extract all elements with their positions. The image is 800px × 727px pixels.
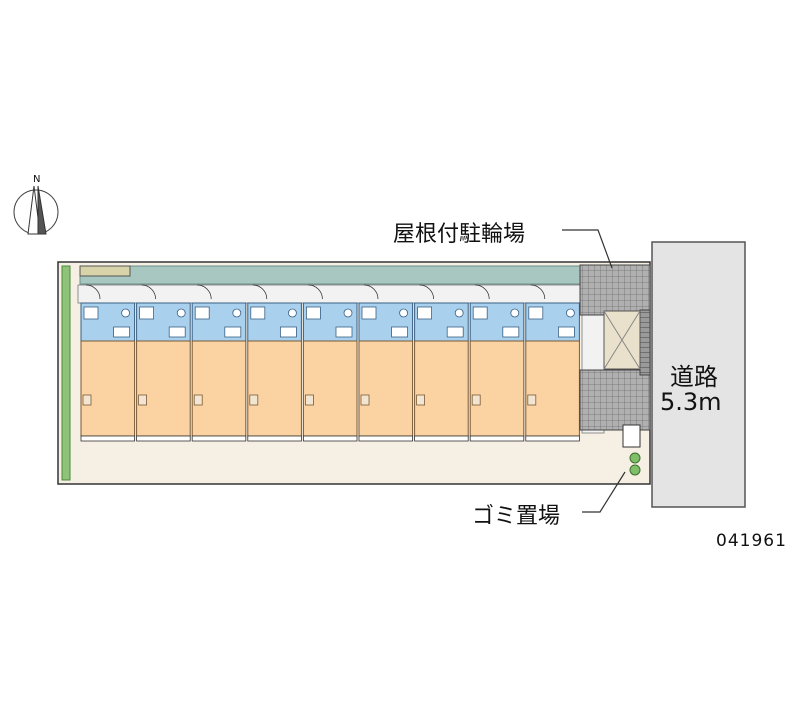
unit-door-arc xyxy=(530,284,546,300)
unit-toilet xyxy=(176,308,186,318)
unit-kitchen xyxy=(335,326,353,338)
unit-toilet xyxy=(566,308,575,318)
unit-balcony xyxy=(80,435,135,442)
unit-kitchen xyxy=(168,326,186,338)
building-corridor xyxy=(77,284,583,304)
unit-toilet xyxy=(121,308,130,318)
unit-room xyxy=(136,340,191,437)
unit-room xyxy=(302,340,358,437)
property-code: 041961 xyxy=(716,531,787,551)
unit-toilet xyxy=(510,308,520,318)
unit-closet xyxy=(193,394,203,406)
garbage-area-label: ゴミ置場 xyxy=(472,504,561,529)
unit-room xyxy=(247,340,302,437)
unit-door-arc xyxy=(85,284,101,300)
unit-balcony xyxy=(247,435,302,442)
bike-parking-side xyxy=(639,309,651,376)
unit-door-arc xyxy=(197,284,212,300)
unit-closet xyxy=(138,394,148,406)
unit-toilet xyxy=(454,308,464,318)
unit-kitchen xyxy=(113,326,130,338)
road xyxy=(651,241,746,508)
unit-closet xyxy=(416,394,426,406)
storage-cross xyxy=(603,310,641,370)
unit-kitchen xyxy=(446,326,464,338)
road-label: 道路 xyxy=(670,363,718,391)
unit-bath xyxy=(250,306,266,320)
road-width-label: 5.3m xyxy=(660,388,722,416)
unit-balcony xyxy=(525,435,580,442)
unit-closet xyxy=(360,394,370,406)
unit-balcony xyxy=(358,435,413,442)
garbage-box xyxy=(622,424,641,448)
unit-toilet xyxy=(232,308,242,318)
unit-kitchen xyxy=(391,326,409,338)
top-walkway xyxy=(79,265,581,285)
unit-door-arc xyxy=(252,284,268,300)
unit-room xyxy=(191,340,247,437)
unit-bath xyxy=(139,306,155,320)
unit-toilet xyxy=(399,308,409,318)
unit-closet xyxy=(471,394,481,406)
unit-closet xyxy=(304,394,314,406)
unit-room xyxy=(525,340,580,437)
unit-closet xyxy=(249,394,259,406)
meter-box xyxy=(79,265,131,277)
compass-north-label: N xyxy=(33,174,41,185)
unit-bath xyxy=(472,306,488,320)
unit-toilet xyxy=(343,308,353,318)
roof-bike-parking-label: 屋根付駐輪場 xyxy=(393,222,526,247)
unit-bath xyxy=(305,306,321,320)
left-hedge xyxy=(61,265,71,481)
unit-bath xyxy=(361,306,377,320)
unit-kitchen xyxy=(224,326,242,338)
shrub-icon xyxy=(629,452,641,464)
unit-room xyxy=(80,340,136,437)
unit-kitchen xyxy=(502,326,520,338)
unit-balcony xyxy=(191,435,247,442)
compass-icon xyxy=(13,185,59,235)
unit-room xyxy=(469,340,525,437)
unit-toilet xyxy=(287,308,297,318)
unit-kitchen xyxy=(558,326,575,338)
bike-parking-leader xyxy=(562,229,613,269)
unit-closet xyxy=(82,394,92,406)
unit-room xyxy=(358,340,414,437)
unit-door-arc xyxy=(419,284,434,300)
shrub-icon xyxy=(629,464,641,476)
unit-door-arc xyxy=(363,284,379,300)
unit-balcony xyxy=(302,435,358,442)
bike-parking-lower xyxy=(579,369,651,431)
unit-balcony xyxy=(469,435,525,442)
unit-balcony xyxy=(136,435,191,442)
unit-bath xyxy=(194,306,210,320)
unit-bath xyxy=(83,306,99,320)
unit-balcony xyxy=(414,435,469,442)
unit-bath xyxy=(417,306,433,320)
unit-door-arc xyxy=(141,284,156,300)
roof-bike-parking-area xyxy=(579,264,651,316)
unit-room xyxy=(414,340,469,437)
unit-kitchen xyxy=(279,326,297,338)
unit-door-arc xyxy=(308,284,323,300)
garbage-leader xyxy=(582,471,626,513)
unit-door-arc xyxy=(475,284,490,300)
building-units xyxy=(80,284,580,442)
unit-closet xyxy=(527,394,537,406)
unit-bath xyxy=(528,306,544,320)
